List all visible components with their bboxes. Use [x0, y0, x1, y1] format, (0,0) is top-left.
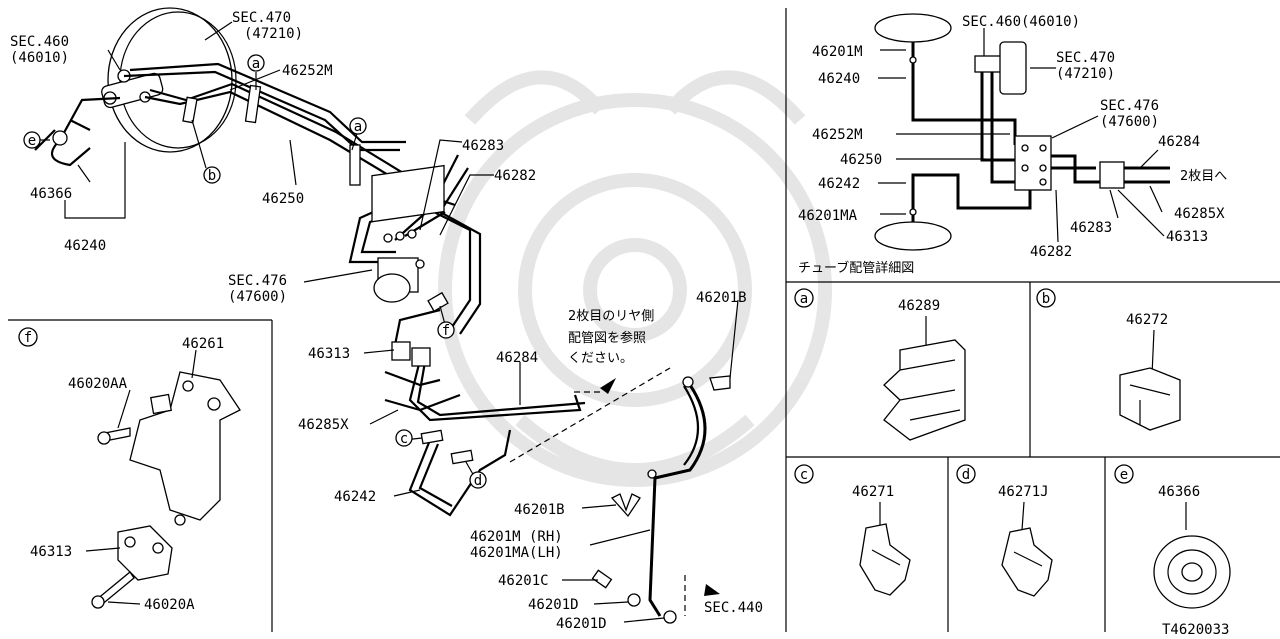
- label-46201D-1: 46201D: [528, 597, 579, 613]
- clip-e-panel: e 46366: [1114, 464, 1231, 609]
- brake-booster: [101, 7, 237, 153]
- sch-label-46250: 46250: [840, 152, 882, 168]
- rear-hose: [591, 375, 731, 624]
- label-46366: 46366: [30, 186, 72, 202]
- label-46201B-top: 46201B: [696, 290, 747, 306]
- label-46285X: 46285X: [298, 417, 349, 433]
- sch-label-46201M: 46201M: [812, 44, 863, 60]
- callout-b: b: [208, 168, 216, 184]
- callout-e: e: [28, 133, 36, 149]
- label-sec476-code: (47600): [228, 289, 287, 305]
- arrow-icons: [600, 378, 720, 596]
- clip-c-part: 46271: [852, 484, 894, 500]
- callout-c: c: [400, 431, 408, 447]
- label-46261: 46261: [182, 336, 224, 352]
- sch-label-46283: 46283: [1070, 220, 1112, 236]
- sch-label-46282: 46282: [1030, 244, 1072, 260]
- sch-label-46240: 46240: [818, 71, 860, 87]
- label-sec476: SEC.476: [228, 273, 287, 289]
- label-46201D-2: 46201D: [556, 616, 607, 632]
- clip-c-panel: c 46271: [794, 464, 911, 596]
- clip-c-tag: c: [800, 467, 808, 483]
- clip-d-tag: d: [962, 467, 970, 483]
- label-46242: 46242: [334, 489, 376, 505]
- label-46284: 46284: [496, 350, 538, 366]
- clip-e-part: 46366: [1158, 484, 1200, 500]
- brake-tubes-front: [34, 62, 586, 517]
- clip-e-tag: e: [1120, 467, 1128, 483]
- label-sec440: SEC.440: [704, 600, 763, 616]
- sch-label-46242: 46242: [818, 176, 860, 192]
- main-labels: SEC.460 (46010) SEC.470 (47210) 46252M 4…: [10, 10, 763, 632]
- label-sec470: SEC.470: [232, 10, 291, 26]
- label-46313-detail: 46313: [30, 544, 72, 560]
- label-46020A: 46020A: [144, 597, 195, 613]
- sch-label-46285X: 46285X: [1174, 206, 1225, 222]
- tube-clips-main: [182, 84, 474, 465]
- callout-f: f: [442, 323, 450, 339]
- label-46240: 46240: [64, 238, 106, 254]
- label-46252M: 46252M: [282, 63, 333, 79]
- label-46283: 46283: [462, 138, 504, 154]
- clip-b-part: 46272: [1126, 312, 1168, 328]
- sch-label-46313: 46313: [1166, 229, 1208, 245]
- tube-schematic: 46201M 46240 46252M 46250 46242 46201MA …: [798, 13, 1227, 276]
- detail-f-tag: f: [24, 330, 32, 346]
- label-46313: 46313: [308, 346, 350, 362]
- callout-a-1: a: [252, 56, 260, 72]
- sch-label-sec470-code: (47210): [1056, 66, 1115, 82]
- clip-d-panel: d 46271J: [956, 464, 1053, 597]
- label-sec460: SEC.460: [10, 34, 69, 50]
- panel-borders: [8, 8, 1280, 632]
- clip-a-tag: a: [800, 291, 808, 307]
- clip-d-part: 46271J: [998, 484, 1049, 500]
- callout-circles: a a b e f c d: [23, 54, 487, 489]
- sch-label-46201MA: 46201MA: [798, 208, 858, 224]
- label-46201B-mid: 46201B: [514, 502, 565, 518]
- sch-label-sec476-code: (47600): [1100, 114, 1159, 130]
- label-46201M-rh: 46201M (RH): [470, 529, 563, 545]
- callout-d: d: [474, 473, 482, 489]
- sch-label-sec476: SEC.476: [1100, 98, 1159, 114]
- diagram-code: T4620033: [1162, 622, 1229, 638]
- clip-a-panel: a 46289: [794, 288, 966, 441]
- label-46250: 46250: [262, 191, 304, 207]
- clip-b-panel: b 46272: [1036, 288, 1181, 431]
- watermark-emblem: [438, 70, 832, 487]
- label-46282: 46282: [494, 168, 536, 184]
- label-sec460-code: (46010): [10, 50, 69, 66]
- sch-label-sec460: SEC.460(46010): [962, 14, 1080, 30]
- sch-label-46252M: 46252M: [812, 127, 863, 143]
- connector-46313: [391, 341, 431, 367]
- leader-lines: [40, 21, 739, 623]
- sch-label-to-sheet2: 2枚目へ: [1180, 169, 1227, 184]
- abs-actuator: [371, 164, 445, 303]
- dashed-connections: [509, 367, 686, 616]
- sch-caption: チューブ配管詳細図: [798, 260, 914, 276]
- label-46201C: 46201C: [498, 573, 549, 589]
- note-line-1: 2枚目のリヤ側: [568, 309, 654, 324]
- callout-a-2: a: [354, 119, 362, 135]
- label-sec470-code: (47210): [244, 26, 303, 42]
- note-line-3: ください。: [568, 351, 633, 366]
- sch-label-sec470: SEC.470: [1056, 50, 1115, 66]
- note-line-2: 配管図を参照: [568, 330, 646, 346]
- clip-b-tag: b: [1042, 291, 1050, 307]
- sch-label-46284: 46284: [1158, 134, 1200, 150]
- clip-a-part: 46289: [898, 298, 940, 314]
- label-46020AA: 46020AA: [68, 376, 128, 392]
- detail-f-panel: f 46261 46020AA 46313 46020A: [18, 327, 241, 613]
- label-46201MA-lh: 46201MA(LH): [470, 545, 563, 561]
